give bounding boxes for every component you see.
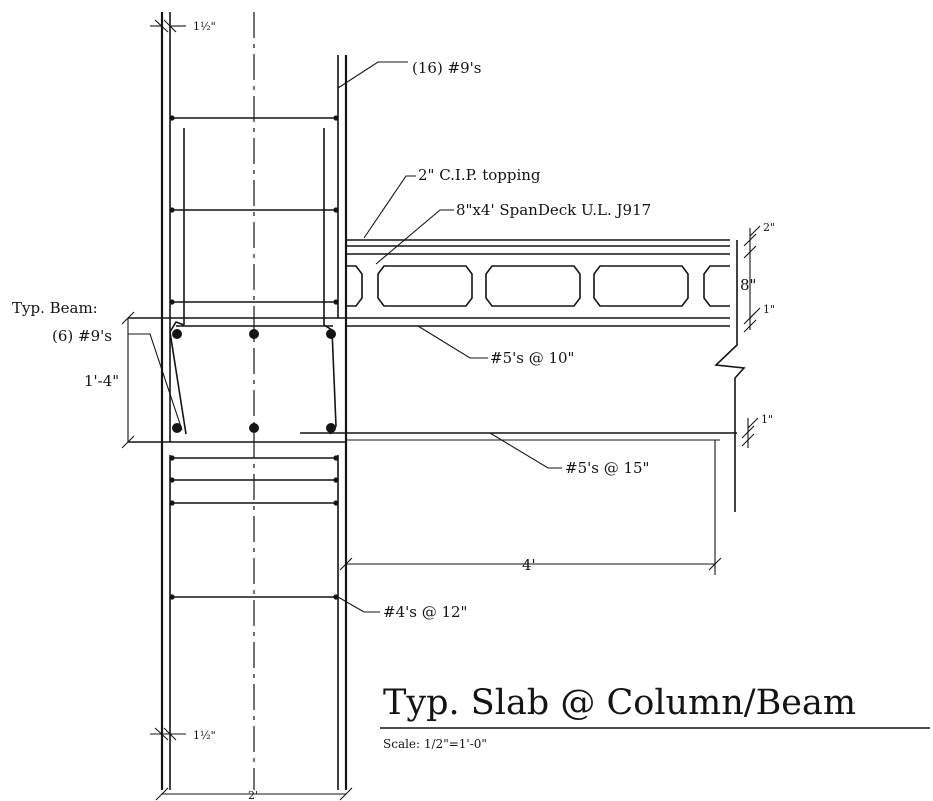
dim-beam-depth: 1'-4" [84, 372, 119, 390]
leaders [128, 61, 562, 613]
dim-deck-cover: 1" [763, 303, 775, 316]
dimension-lines [121, 19, 761, 801]
column-ties-lower [169, 455, 339, 600]
column-ties-upper [169, 115, 339, 305]
beam-bar [326, 329, 336, 339]
beam-bar [172, 329, 182, 339]
label-ties: #4's @ 12" [383, 603, 467, 621]
label-topping: 2" C.I.P. topping [418, 166, 541, 184]
beam-bar [326, 423, 336, 433]
dim-topping-thk: 2" [763, 221, 775, 234]
dim-deck-thk: 8" [740, 276, 756, 294]
column-outline [160, 12, 348, 790]
dim-span: 4' [522, 556, 536, 574]
drawing-title: Typ. Slab @ Column/Beam [383, 683, 856, 723]
drawing-scale: Scale: 1/2"=1'-0" [383, 737, 487, 751]
beam-bar [172, 423, 182, 433]
slab [300, 239, 746, 575]
label-slab-bars-upper: #5's @ 10" [490, 349, 574, 367]
beam-bar [249, 329, 259, 339]
dim-column-width: 2' [248, 789, 258, 801]
beam [128, 317, 346, 443]
dim-lower-cover: 1" [761, 413, 773, 426]
dim-cover-top: 1½" [193, 20, 216, 33]
dim-cover-bottom: 1½" [193, 729, 216, 742]
label-beam-line1: Typ. Beam: [12, 299, 98, 317]
label-spandeck: 8"x4' SpanDeck U.L. J917 [456, 201, 651, 219]
label-column-bars: (16) #9's [412, 59, 482, 77]
label-slab-bars-lower: #5's @ 15" [565, 459, 649, 477]
label-beam-line2: (6) #9's [52, 327, 112, 345]
beam-bar [249, 423, 259, 433]
